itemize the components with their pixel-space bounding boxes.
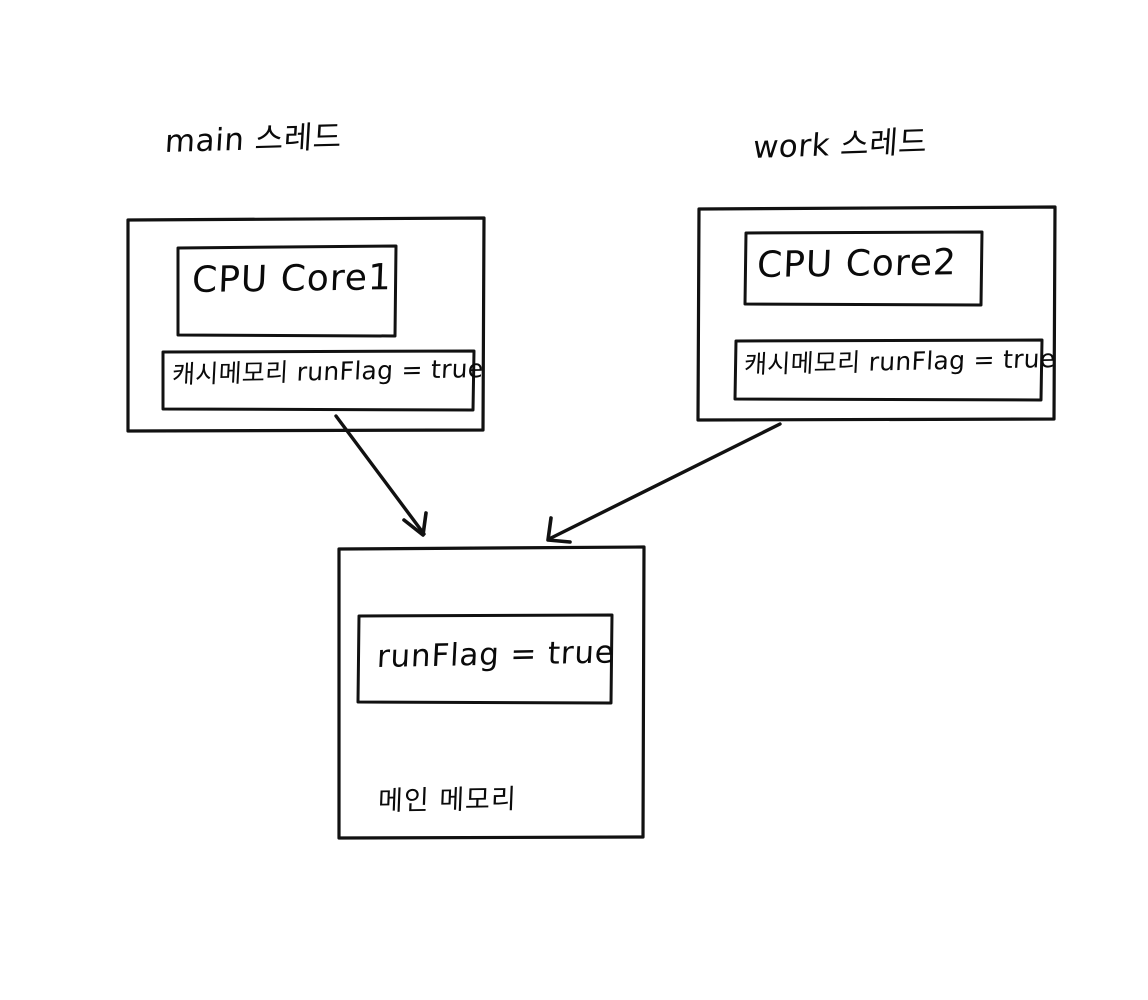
work-thread-cache-label: 캐시메모리 runFlag = true — [743, 344, 1057, 380]
cpu-core1-label: CPU Core1 — [191, 257, 393, 302]
cpu-core2-label: CPU Core2 — [756, 242, 958, 287]
work-thread-outer-box — [696, 205, 1057, 422]
main-thread-title: main 스레드 — [163, 119, 343, 161]
main-thread-outer-box — [126, 216, 486, 433]
main-memory-name-label: 메인 메모리 — [377, 784, 518, 818]
arrow-work-to-memory — [546, 422, 782, 544]
cpu-core2-box — [743, 230, 984, 307]
main-thread-cache-label: 캐시메모리 runFlag = true — [171, 354, 485, 390]
main-thread-cache-box — [161, 349, 476, 412]
cpu-core1-box — [176, 244, 398, 338]
main-memory-box — [337, 545, 646, 840]
work-thread-title: work 스레드 — [751, 123, 929, 167]
work-thread-cache-box — [733, 338, 1044, 402]
arrow-main-to-memory — [334, 414, 428, 537]
main-memory-value-label: runFlag = true — [376, 634, 616, 676]
main-memory-value-box — [356, 613, 614, 705]
